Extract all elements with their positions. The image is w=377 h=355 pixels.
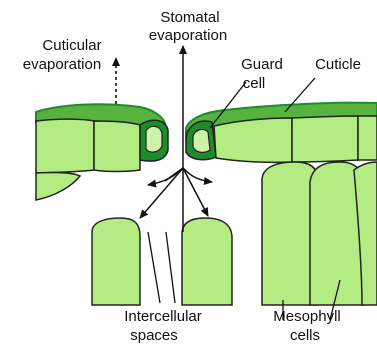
mesophyll-cells-left: [36, 172, 232, 305]
label-guard-cell-2: cell: [243, 75, 266, 92]
mesophyll-cells-right: [262, 162, 377, 305]
label-intercellular-spaces-2: spaces: [130, 327, 178, 344]
label-guard-cell-1: Guard: [241, 56, 283, 73]
label-cuticular-evaporation-1: Cuticular: [42, 37, 101, 54]
epidermal-cells-right: [214, 116, 377, 162]
vapour-flow-arrows: [140, 168, 212, 218]
guard-cell-left: [140, 120, 168, 161]
label-stomatal-evaporation-1: Stomatal: [160, 9, 219, 26]
epidermal-cells-left: [36, 119, 140, 173]
label-stomatal-evaporation-2: evaporation: [149, 27, 227, 44]
label-cuticle: Cuticle: [315, 56, 361, 73]
label-mesophyll-cells-2: cells: [290, 327, 320, 344]
label-intercellular-spaces-1: Intercellular: [124, 308, 202, 325]
label-cuticular-evaporation-2: evaporation: [23, 56, 101, 73]
label-mesophyll-cells-1: Mesophyll: [273, 308, 341, 325]
